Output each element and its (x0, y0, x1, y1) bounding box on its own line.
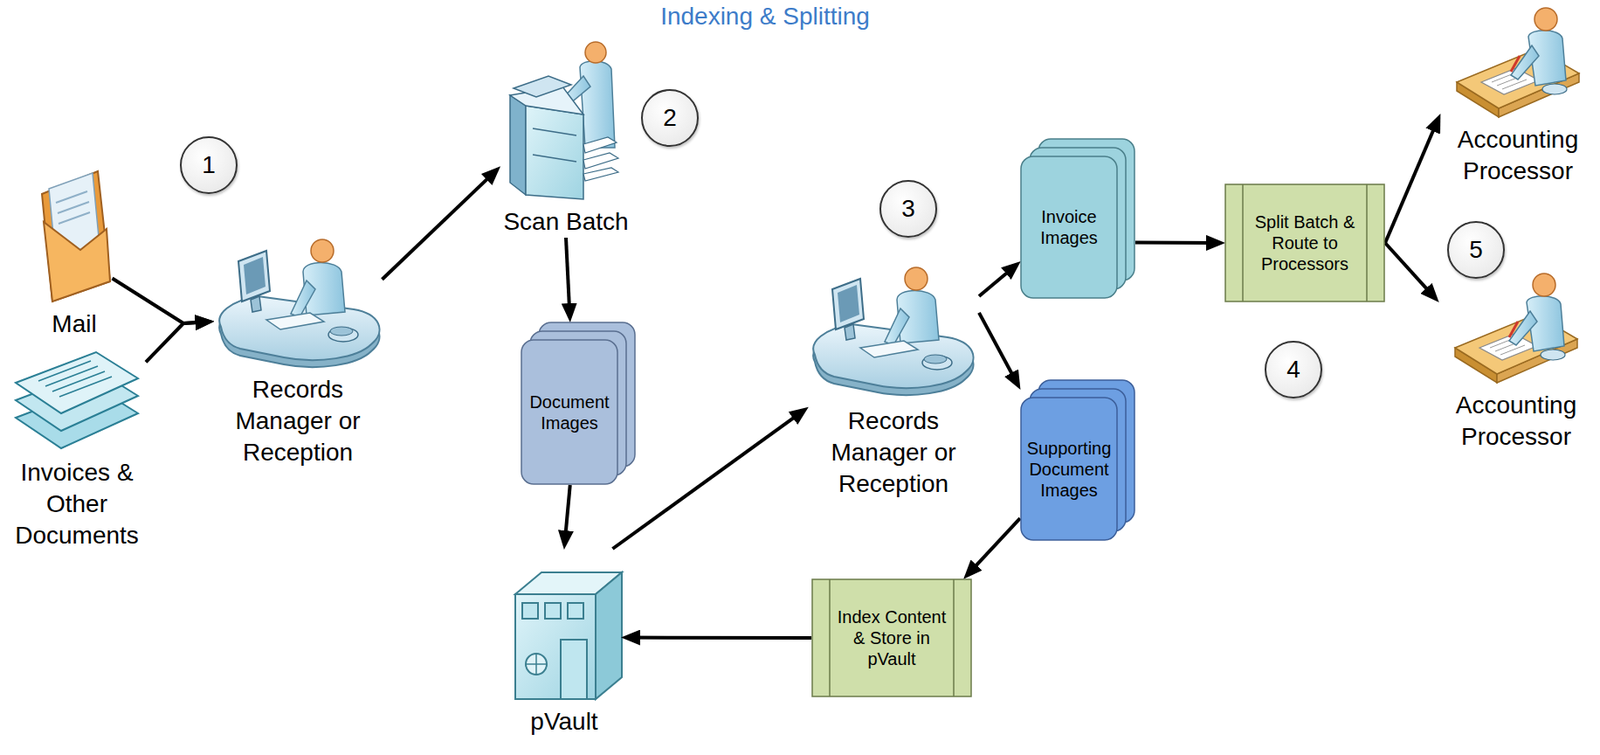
node-label: Document Images (525, 391, 614, 434)
flow-arrow (565, 484, 571, 544)
node-label: Mail (51, 308, 97, 340)
accountant-node: Accounting Processor (1438, 270, 1594, 453)
diagram-title: Indexing & Splitting (660, 1, 870, 32)
text-group: Accounting Processor (1438, 389, 1594, 453)
text-group: Invoice Images (1020, 155, 1118, 299)
scanner-node: Scan Batch (499, 41, 632, 238)
callout-circle: 3 (879, 179, 938, 238)
process-box: Split Batch & Route to Processors (1224, 183, 1386, 303)
callout-number: 5 (1468, 236, 1483, 263)
node-label: pVault (530, 705, 598, 738)
image-stack: Document Images (520, 321, 636, 485)
documents-icon (15, 351, 138, 449)
text-group: Scan Batch (499, 206, 632, 238)
vault-node: pVault (506, 548, 622, 738)
mail-icon (41, 171, 111, 302)
image-stack: Invoice Images (1020, 137, 1136, 299)
scanner-icon (510, 41, 619, 200)
node-label: Records Manager or Reception (223, 373, 373, 469)
flow-arrow (1385, 118, 1439, 243)
callout-circle: 1 (179, 136, 238, 194)
person-node: Records Manager or Reception (807, 262, 980, 500)
callout-circle: 2 (641, 89, 699, 147)
text-group: Document Images (520, 338, 619, 485)
vault-icon (515, 572, 622, 699)
text-group: Split Batch & Route to Processors (1242, 183, 1367, 303)
callout-circle: 4 (1264, 340, 1323, 399)
flow-arrow (112, 277, 209, 324)
image-stack: Supporting Document Images (1020, 379, 1136, 541)
callout-number: 4 (1286, 356, 1301, 383)
node-label: Accounting Processor (1441, 389, 1591, 453)
flow-arrow (612, 410, 804, 549)
accountant-node: Accounting Processor (1440, 5, 1596, 187)
node-label: Index Content & Store in pVault (834, 606, 949, 669)
flow-arrow (967, 517, 1021, 575)
person-node: Records Manager or Reception (213, 234, 383, 469)
node-label: Scan Batch (503, 206, 628, 238)
flow-arrow (979, 265, 1016, 297)
mail-node: Mail (36, 168, 113, 340)
callout-circle: 5 (1447, 220, 1505, 279)
text-group: Records Manager or Reception (807, 405, 980, 500)
flow-arrow (382, 170, 497, 280)
callout-number: 3 (901, 195, 916, 222)
text-group: pVault (506, 705, 622, 738)
flow-arrow (1135, 241, 1220, 245)
flow-arrow (145, 321, 209, 362)
callout-number: 1 (201, 151, 216, 179)
text-group: Supporting Document Images (1020, 396, 1118, 541)
text-group: Accounting Processor (1440, 124, 1596, 187)
node-label: Accounting Processor (1443, 124, 1593, 187)
node-label: Invoices & Other Documents (11, 456, 143, 552)
text-group: Mail (36, 308, 113, 340)
flow-arrow (979, 312, 1018, 385)
callout-number: 2 (662, 104, 677, 132)
node-label: Split Batch & Route to Processors (1248, 211, 1362, 275)
text-group: Invoices & Other Documents (7, 456, 146, 552)
node-label: Supporting Document Images (1025, 437, 1113, 501)
node-label: Records Manager or Reception (819, 405, 968, 500)
text-group: Index Content & Store in pVault (829, 578, 954, 697)
flow-arrow (565, 237, 570, 317)
documents-node: Invoices & Other Documents (7, 351, 146, 552)
text-group: Records Manager or Reception (213, 373, 383, 469)
flow-arrow (627, 635, 812, 640)
flow-arrow (1385, 242, 1435, 298)
process-box: Index Content & Store in pVault (811, 578, 973, 697)
node-label: Invoice Images (1025, 206, 1113, 249)
